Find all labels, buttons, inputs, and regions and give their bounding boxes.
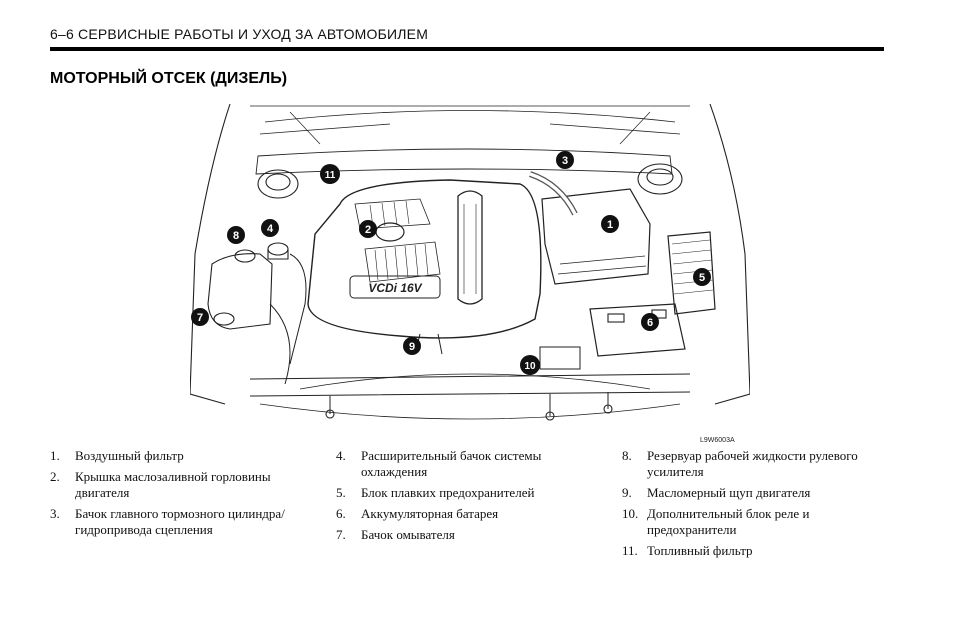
legend-number: 9. xyxy=(622,485,632,500)
legend-item: 3. Бачок главного тормозного цилиндра/ ги… xyxy=(50,506,320,538)
legend-text: Расширительный бачок системы охлаждения xyxy=(361,448,542,479)
page-header-title: 6–6 СЕРВИСНЫЕ РАБОТЫ И УХОД ЗА АВТОМОБИЛ… xyxy=(50,26,429,42)
svg-text:3: 3 xyxy=(562,155,568,167)
legend-item: 10. Дополнительный блок реле и предохрани… xyxy=(622,506,892,538)
callout-9: 9 xyxy=(403,337,421,355)
legend-item: 1. Воздушный фильтр xyxy=(50,448,320,464)
svg-text:5: 5 xyxy=(699,272,705,284)
svg-text:10: 10 xyxy=(524,361,536,372)
legend-item: 7. Бачок омывателя xyxy=(336,527,606,543)
legend-number: 3. xyxy=(50,506,60,521)
svg-text:6: 6 xyxy=(647,317,653,329)
callout-7: 7 xyxy=(191,308,209,326)
legend-number: 6. xyxy=(336,506,346,521)
washer-reservoir xyxy=(207,253,273,330)
legend-text: Дополнительный блок реле и предохранител… xyxy=(647,506,810,537)
callout-6: 6 xyxy=(641,313,659,331)
legend-text: Топливный фильтр xyxy=(647,543,753,558)
figure-code: L9W6003A xyxy=(700,437,735,444)
engine-bay-illustration: VCDi 16V xyxy=(190,104,750,447)
legend-text: Воздушный фильтр xyxy=(75,448,184,463)
legend-text: Масломерный щуп двигателя xyxy=(647,485,811,500)
legend-column-2: 4. Расширительный бачок системы охлаждени… xyxy=(336,448,606,548)
engine-cover xyxy=(307,179,542,339)
legend-item: 2. Крышка маслозаливной горловины двигате… xyxy=(50,469,320,501)
callout-2: 2 xyxy=(359,220,377,238)
callout-4: 4 xyxy=(261,219,279,237)
legend-number: 2. xyxy=(50,469,60,484)
legend-text: Бачок главного тормозного цилиндра/ гидр… xyxy=(75,506,285,537)
legend-item: 5. Блок плавких предохранителей xyxy=(336,485,606,501)
air-filter-box xyxy=(541,188,651,285)
legend-item: 9. Масломерный щуп двигателя xyxy=(622,485,892,501)
legend-number: 7. xyxy=(336,527,346,542)
callout-3: 3 xyxy=(556,151,574,169)
svg-text:1: 1 xyxy=(607,219,613,231)
legend-number: 11. xyxy=(622,543,638,558)
callout-5: 5 xyxy=(693,268,711,286)
hood-outline xyxy=(190,104,750,405)
svg-text:4: 4 xyxy=(267,223,274,235)
header-rule xyxy=(50,47,884,51)
legend-text: Бачок омывателя xyxy=(361,527,455,542)
section-title: МОТОРНЫЙ ОТСЕК (ДИЗЕЛЬ) xyxy=(50,70,288,87)
legend-column-3: 8. Резервуар рабочей жидкости рулевого ус… xyxy=(622,448,892,564)
callout-1: 1 xyxy=(601,215,619,233)
cover-badge-text: VCDi 16V xyxy=(368,281,422,295)
callout-8: 8 xyxy=(227,226,245,244)
svg-text:11: 11 xyxy=(325,170,336,181)
legend-number: 8. xyxy=(622,448,632,463)
legend-column-1: 1. Воздушный фильтр 2. Крышка маслозаливно… xyxy=(50,448,320,543)
legend-number: 5. xyxy=(336,485,346,500)
svg-text:9: 9 xyxy=(409,341,415,353)
fuse-box xyxy=(667,231,716,315)
callout-11: 11 xyxy=(320,164,340,184)
callout-10: 10 xyxy=(520,355,540,375)
legend-text: Крышка маслозаливной горловины двигателя xyxy=(75,469,271,500)
legend-number: 4. xyxy=(336,448,346,463)
legend-text: Блок плавких предохранителей xyxy=(361,485,535,500)
svg-text:7: 7 xyxy=(197,312,203,324)
legend-number: 10. xyxy=(622,506,639,521)
svg-text:2: 2 xyxy=(365,224,371,236)
svg-text:8: 8 xyxy=(233,230,239,242)
legend-text: Резервуар рабочей жидкости рулевого усил… xyxy=(647,448,858,479)
battery xyxy=(589,303,686,357)
legend-item: 11. Топливный фильтр xyxy=(622,543,892,559)
legend-text: Аккумуляторная батарея xyxy=(361,506,499,521)
legend-item: 8. Резервуар рабочей жидкости рулевого ус… xyxy=(622,448,892,480)
legend-item: 6. Аккумуляторная батарея xyxy=(336,506,606,522)
legend-number: 1. xyxy=(50,448,60,463)
legend-item: 4. Расширительный бачок системы охлаждени… xyxy=(336,448,606,480)
